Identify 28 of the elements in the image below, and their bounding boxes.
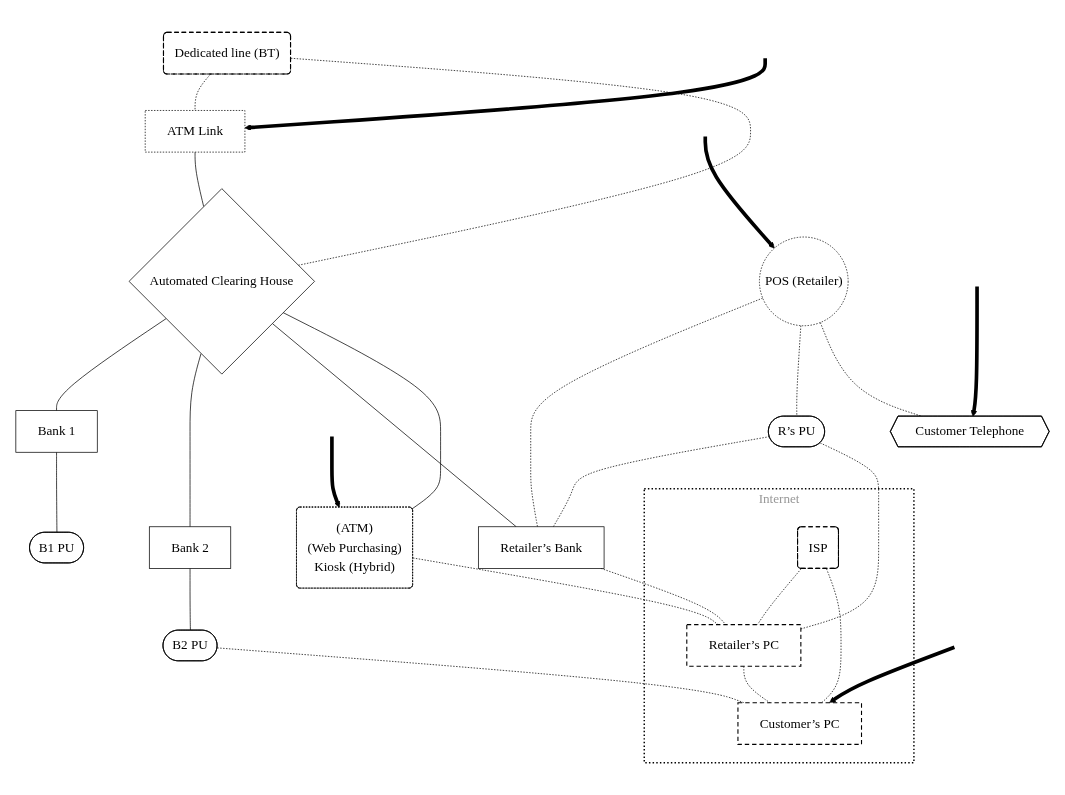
connector <box>272 323 517 528</box>
node-box: ATM Link <box>144 110 246 153</box>
connector <box>552 436 770 528</box>
arrow <box>244 58 767 131</box>
arrow <box>970 286 979 417</box>
connector <box>412 557 719 625</box>
node-box: Customer’s PC <box>737 702 863 745</box>
connector <box>56 318 167 411</box>
connector <box>282 312 441 510</box>
connector <box>821 568 842 704</box>
connector <box>189 353 202 528</box>
arrow <box>703 136 775 249</box>
arrow <box>829 645 956 704</box>
node-box: Retailer’s Bank <box>478 526 605 569</box>
node-box: Bank 2 <box>148 526 232 569</box>
arrow <box>330 436 341 508</box>
node-diamond: Automated Clearing House <box>128 188 315 375</box>
connector <box>800 442 879 630</box>
connector <box>189 568 191 631</box>
connector <box>194 151 204 207</box>
node-box: Retailer’s PC <box>686 624 802 667</box>
connector <box>194 73 211 111</box>
connector <box>290 57 751 266</box>
connector <box>757 568 802 625</box>
node-circle: POS (Retailer) <box>759 236 849 327</box>
node-box: Bank 1 <box>15 410 98 453</box>
connector <box>796 325 802 417</box>
connector <box>56 451 58 533</box>
